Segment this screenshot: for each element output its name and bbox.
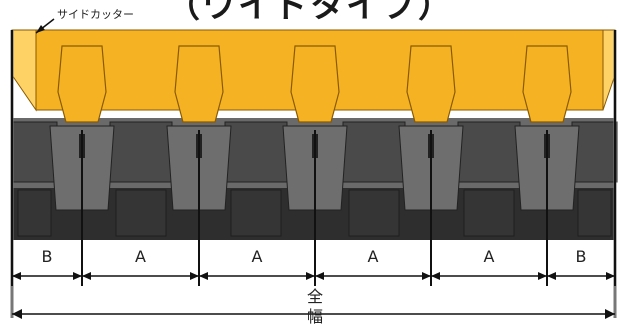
side-cutter-left — [11, 29, 37, 112]
track-grouser — [577, 189, 612, 237]
bucket-tooth — [174, 45, 224, 123]
arrowhead — [199, 272, 208, 280]
arrowhead — [606, 272, 615, 280]
arrowhead — [422, 272, 431, 280]
segment-label-b-left: B — [41, 247, 53, 266]
track-shoe — [342, 121, 406, 183]
arrowhead — [12, 272, 21, 280]
track-grouser — [115, 189, 167, 237]
bucket-tooth — [522, 45, 572, 123]
total-width-label: 全幅 — [306, 287, 345, 326]
segment-label-a-3: A — [367, 247, 379, 266]
arrowhead — [12, 309, 22, 319]
bucket-tooth — [57, 45, 107, 123]
track-grouser — [348, 189, 400, 237]
segment-label-a-2: A — [251, 247, 263, 266]
segment-label-a-1: A — [135, 247, 146, 266]
arrowhead — [306, 272, 315, 280]
arrowhead — [82, 272, 91, 280]
dimension-lines — [11, 30, 616, 319]
side-cutter-callout: サイドカッター — [57, 8, 134, 21]
track-shoe — [224, 121, 288, 183]
track-shoe — [109, 121, 173, 183]
side-cutter-right — [602, 29, 616, 111]
track-shoe — [457, 121, 521, 183]
track-shoes — [11, 121, 618, 237]
segment-label-a-4: A — [483, 247, 495, 266]
bucket-tooth — [290, 45, 340, 123]
segment-label-b-right: B — [575, 247, 587, 266]
track-grouser — [230, 189, 282, 237]
track-grouser — [463, 189, 515, 237]
arrowhead — [73, 272, 82, 280]
arrowhead — [190, 272, 199, 280]
arrowhead — [547, 272, 556, 280]
diagram-title: （ワイドタイプ） — [166, 0, 454, 26]
arrowhead — [605, 309, 615, 319]
track-grouser — [17, 189, 52, 237]
callout-arrowhead — [36, 25, 45, 33]
bucket-tooth — [406, 45, 456, 123]
arrowhead — [315, 272, 324, 280]
arrowhead — [431, 272, 440, 280]
arrowhead — [538, 272, 547, 280]
